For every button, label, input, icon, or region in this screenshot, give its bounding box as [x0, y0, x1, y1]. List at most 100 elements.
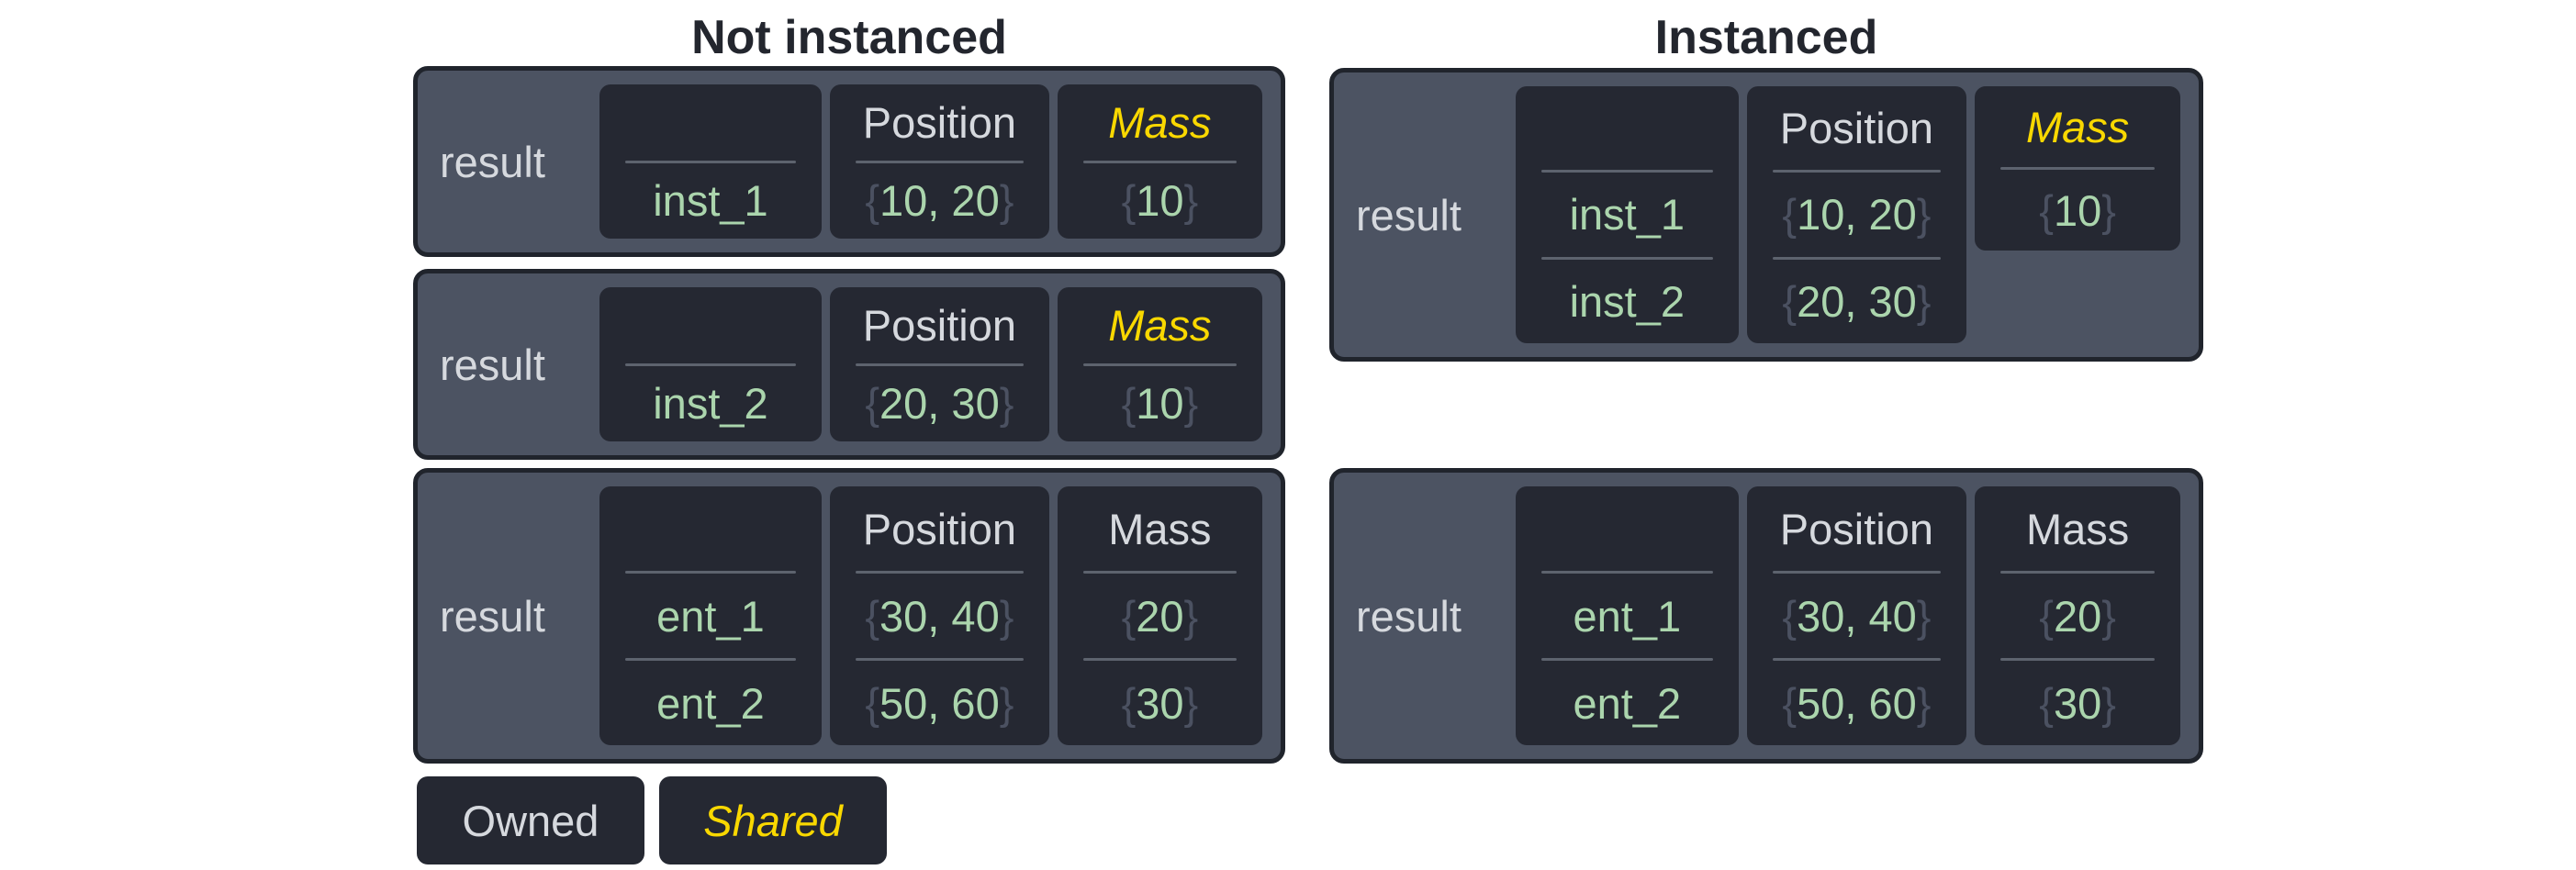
close-brace: } [1183, 379, 1199, 429]
entity-column-header [599, 486, 822, 571]
close-brace: } [1916, 591, 1932, 641]
open-brace: { [1121, 591, 1137, 641]
cells-container: ent_1 ent_2 Position {30, 40} {50, 60} M… [1516, 473, 2199, 759]
legend: Owned Shared [417, 776, 887, 864]
cell-divider [855, 160, 1024, 163]
mass-header: Mass [1108, 504, 1212, 553]
cell-divider [1772, 256, 1942, 260]
close-brace: } [1916, 190, 1932, 240]
close-brace: } [1183, 176, 1199, 226]
cell-divider [855, 362, 1024, 366]
cell-divider [1082, 160, 1237, 163]
value-number: 20, 30 [1797, 276, 1917, 326]
cell-divider [1772, 571, 1942, 574]
entity-name: ent_2 [656, 678, 765, 728]
position-value: {20, 30} [1747, 260, 1967, 343]
cell-divider [855, 571, 1024, 574]
position-column: Position {20, 30} [829, 287, 1049, 441]
close-brace: } [999, 379, 1014, 429]
table-not-instanced-entities: result ent_1 ent_2 Position {30, 40} {50… [413, 468, 1285, 764]
cell-divider [855, 658, 1024, 661]
open-brace: { [1782, 276, 1798, 326]
entity-column: inst_2 [599, 287, 822, 441]
value-number: 30 [2053, 678, 2102, 728]
close-brace: } [2101, 591, 2116, 641]
open-brace: { [1782, 591, 1798, 641]
close-brace: } [1183, 678, 1199, 728]
entity-name: ent_1 [656, 591, 765, 641]
position-column: Position {30, 40} {50, 60} [829, 486, 1049, 745]
mass-value: {10} [1058, 366, 1262, 442]
open-brace: { [1121, 678, 1137, 728]
entity-name: ent_2 [1573, 678, 1682, 728]
cell-divider [1541, 571, 1713, 574]
cell-divider [625, 362, 796, 366]
result-label: result [440, 340, 545, 389]
mass-header-shared: Mass [2025, 102, 2130, 151]
entity-name: inst_1 [1569, 190, 1685, 240]
legend-shared-chip: Shared [659, 776, 887, 864]
cell-divider [1772, 170, 1942, 173]
open-brace: { [865, 591, 880, 641]
cell-divider [2000, 571, 2155, 574]
position-column: Position {30, 40} {50, 60} [1746, 486, 1967, 745]
table-instanced-entities: result ent_1 ent_2 Position {30, 40} {50… [1329, 468, 2203, 764]
close-brace: } [2101, 678, 2116, 728]
result-label: result [440, 591, 545, 641]
cell-divider [2000, 658, 2155, 661]
cell-divider [625, 160, 796, 163]
entity-column-header [599, 287, 822, 363]
value-number: 10, 20 [1797, 190, 1917, 240]
position-value: {30, 40} [830, 574, 1049, 658]
open-brace: { [865, 379, 880, 429]
position-header: Position [862, 97, 1016, 147]
result-label: result [1356, 190, 1462, 240]
mass-value: {10} [1058, 163, 1262, 240]
entity-column: inst_1 inst_2 [1516, 86, 1739, 343]
mass-value: {30} [1975, 661, 2180, 745]
cell-divider [1541, 658, 1713, 661]
value-number: 10, 20 [879, 176, 1000, 226]
position-value: {50, 60} [1747, 661, 1967, 745]
value-number: 30, 40 [1797, 591, 1917, 641]
mass-value: {30} [1058, 661, 1262, 745]
position-header: Position [862, 300, 1016, 350]
close-brace: } [1916, 276, 1932, 326]
position-value: {10, 20} [1747, 173, 1967, 256]
cell-divider [1772, 658, 1942, 661]
entity-name: ent_1 [1573, 591, 1682, 641]
value-number: 20 [1136, 591, 1184, 641]
open-brace: { [1121, 379, 1137, 429]
close-brace: } [999, 591, 1014, 641]
value-number: 30 [1136, 678, 1184, 728]
mass-column: Mass {20} {30} [1975, 486, 2180, 745]
mass-column: Mass {10} [1057, 287, 1262, 442]
open-brace: { [2039, 678, 2054, 728]
entity-name: inst_2 [653, 379, 768, 429]
cells-container: inst_1 inst_2 Position {10, 20} {20, 30}… [1516, 72, 2199, 357]
mass-column: Mass {20} {30} [1057, 486, 1262, 745]
value-number: 10 [2053, 185, 2102, 235]
close-brace: } [999, 176, 1014, 226]
mass-header: Mass [2025, 504, 2130, 553]
entity-name: inst_2 [1569, 276, 1685, 326]
entity-column-header [1516, 86, 1739, 170]
result-label: result [1356, 591, 1462, 641]
position-header: Position [862, 504, 1016, 553]
cell-divider [1541, 170, 1713, 173]
open-brace: { [865, 678, 880, 728]
close-brace: } [999, 678, 1014, 728]
position-value: {50, 60} [830, 661, 1049, 745]
cells-container: inst_1 Position {10, 20} Mass {10} [599, 71, 1281, 252]
legend-owned-chip: Owned [417, 776, 644, 864]
mass-value: {20} [1975, 574, 2180, 658]
position-column: Position {10, 20} [829, 84, 1049, 239]
cell-divider [625, 571, 796, 574]
value-number: 50, 60 [879, 678, 1000, 728]
result-label: result [440, 137, 545, 186]
section-title-not-instanced: Not instanced [691, 11, 1007, 64]
cell-divider [1082, 362, 1237, 366]
cells-container: ent_1 ent_2 Position {30, 40} {50, 60} M… [599, 473, 1281, 759]
cell-divider [1082, 571, 1237, 574]
value-number: 10 [1136, 176, 1184, 226]
